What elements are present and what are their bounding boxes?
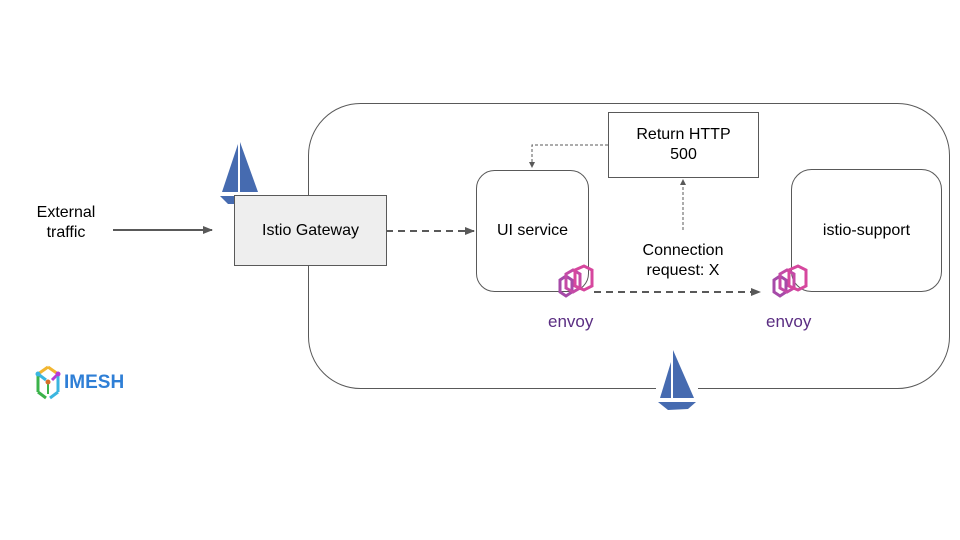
envoy-right-label: envoy xyxy=(766,312,812,331)
connection-request-label: Connection request: X xyxy=(618,241,748,281)
envoy-left-icon xyxy=(558,264,594,298)
envoy-left-label: envoy xyxy=(548,312,594,331)
istio-gateway-box[interactable]: Istio Gateway xyxy=(234,195,387,266)
ui-service-box xyxy=(476,170,589,292)
istio-gateway-label: Istio Gateway xyxy=(262,221,359,239)
istio-support-label: istio-support xyxy=(822,222,911,239)
imesh-logo-icon xyxy=(35,365,61,400)
ui-service-label: UI service xyxy=(496,222,569,239)
istio-logo-mesh-icon xyxy=(656,348,698,412)
imesh-logo-text: IMESH xyxy=(64,372,125,393)
return-http-label: Return HTTP 500 xyxy=(636,126,731,163)
return-http-box[interactable]: Return HTTP 500 xyxy=(608,112,759,178)
istio-support-box xyxy=(791,169,942,292)
envoy-right-icon xyxy=(772,264,808,298)
return-to-ui-arrow xyxy=(529,144,608,168)
external-traffic-label: External traffic xyxy=(36,204,96,241)
